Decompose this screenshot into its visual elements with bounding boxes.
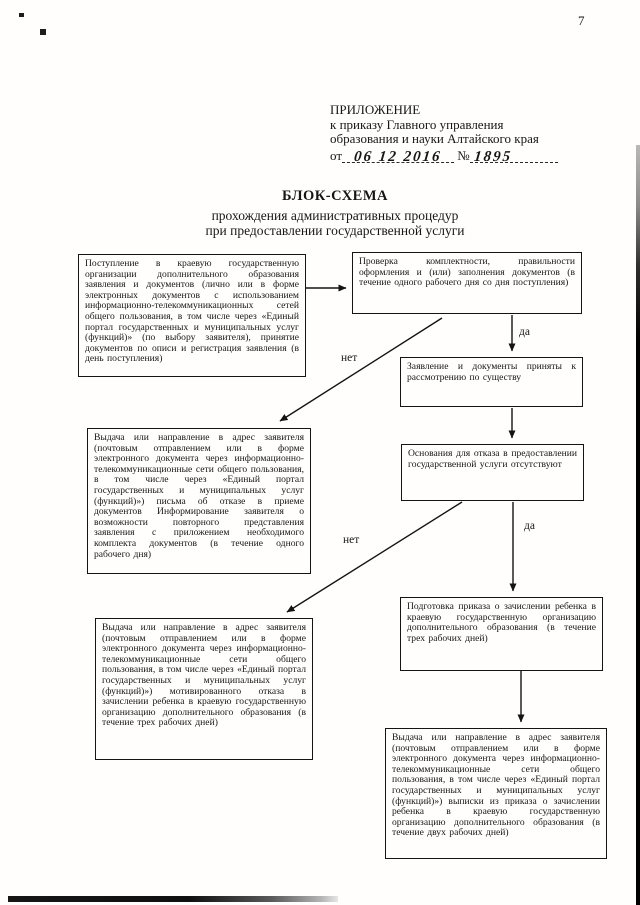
document-title-main: БЛОК-СХЕМА <box>281 188 389 204</box>
arrow-grounds-no-to-motivated <box>286 501 463 613</box>
scan-artifact-right-edge <box>636 145 640 905</box>
appendix-line-3: образования и науки Алтайского края <box>330 131 539 146</box>
flow-box-intake: Поступление в краевую государственную ор… <box>78 254 306 377</box>
scan-artifact-speck <box>19 13 24 17</box>
flow-box-accepted: Заявление и документы приняты к рассмотр… <box>400 357 583 407</box>
flow-box-refusal-to-accept: Выдача или направление в адрес заявителя… <box>87 428 311 574</box>
document-subtitle-line-1: прохождения административных процедур <box>211 208 459 223</box>
edge-label-yes-2: да <box>524 520 535 532</box>
number-sign: № <box>457 147 470 163</box>
appendix-header: ПРИЛОЖЕНИЕ к приказу Главного управления… <box>330 102 605 165</box>
edge-label-yes-1: да <box>519 326 530 338</box>
flow-box-motivated-refusal: Выдача или направление в адрес заявителя… <box>95 618 313 760</box>
scan-artifact-speck <box>40 29 46 35</box>
edge-label-no-2: нет <box>343 534 360 546</box>
flow-box-order-preparation: Подготовка приказа о зачислении ребенка … <box>400 597 603 671</box>
scan-artifact-bottom-edge <box>8 896 338 902</box>
order-date-handwritten: 06 12 2016 <box>353 148 443 165</box>
appendix-line-2: к приказу Главного управления <box>330 116 504 132</box>
flow-box-extract-issue: Выдача или направление в адрес заявителя… <box>385 728 607 859</box>
document-subtitle: прохождения административных процедур пр… <box>120 208 550 238</box>
flow-box-no-refusal-grounds: Основания для отказа в предоставлении го… <box>401 444 584 501</box>
flow-box-check: Проверка комплектности, правильности офо… <box>352 252 582 314</box>
page-number: 7 <box>578 13 585 28</box>
order-number-handwritten: 1895 <box>472 148 513 165</box>
edge-label-no-1: нет <box>341 352 358 364</box>
from-label: от <box>330 147 343 163</box>
appendix-title: ПРИЛОЖЕНИЕ <box>330 102 421 117</box>
document-subtitle-line-2: при предоставлении государственной услуг… <box>205 223 465 238</box>
document-title: БЛОК-СХЕМА прохождения административных … <box>120 188 550 238</box>
